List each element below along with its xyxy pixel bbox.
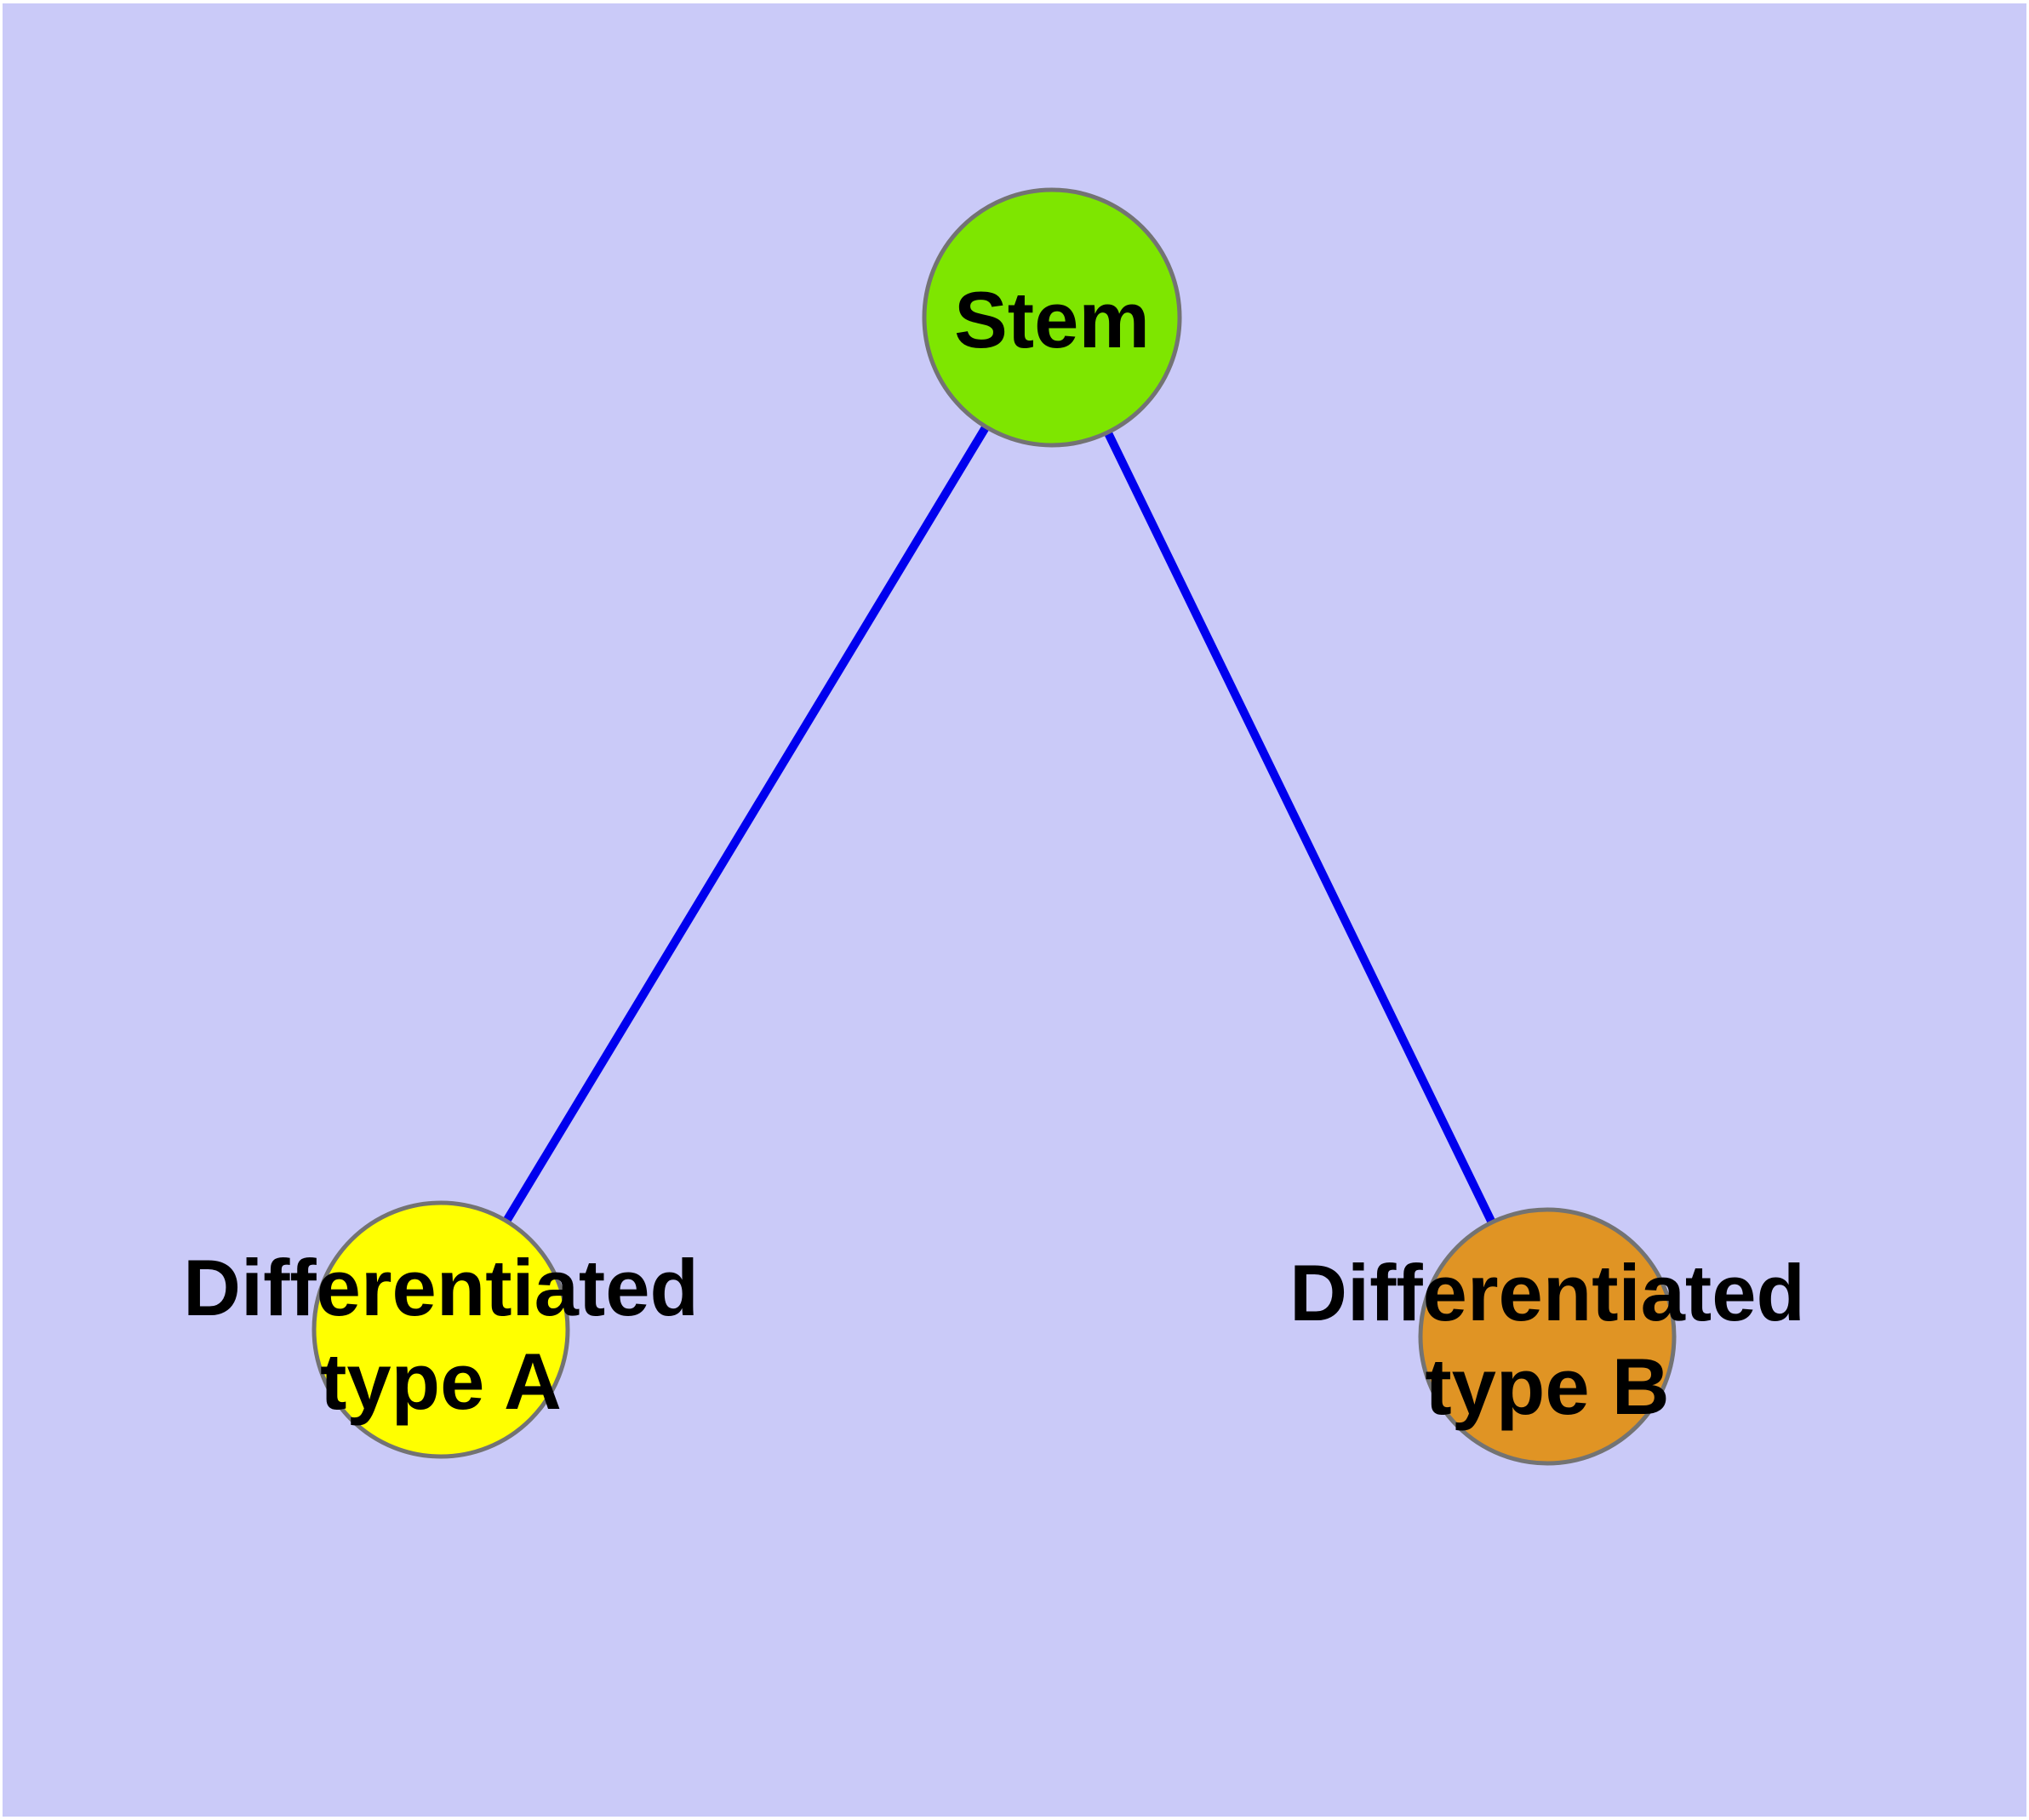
node-differentiated-type-b-circle [1418, 1207, 1677, 1466]
node-type-a-label-line1: Differentiated [183, 1243, 699, 1333]
node-differentiated-type-a-label: Differentiated type A [183, 1241, 699, 1428]
node-stem-label-line: Stem [954, 275, 1150, 365]
node-type-b-label-line2: type B [1425, 1342, 1670, 1431]
node-stem-label: Stem [954, 273, 1150, 367]
node-type-a-label-line2: type A [320, 1336, 562, 1426]
node-differentiated-type-a-circle [311, 1200, 570, 1459]
edge-stem-to-type-a [437, 315, 1056, 1332]
node-type-b-label-line1: Differentiated [1289, 1248, 1805, 1338]
node-stem-circle [922, 187, 1182, 448]
node-differentiated-type-b-label: Differentiated type B [1289, 1246, 1805, 1434]
edge-stem-to-type-b [1048, 315, 1552, 1339]
